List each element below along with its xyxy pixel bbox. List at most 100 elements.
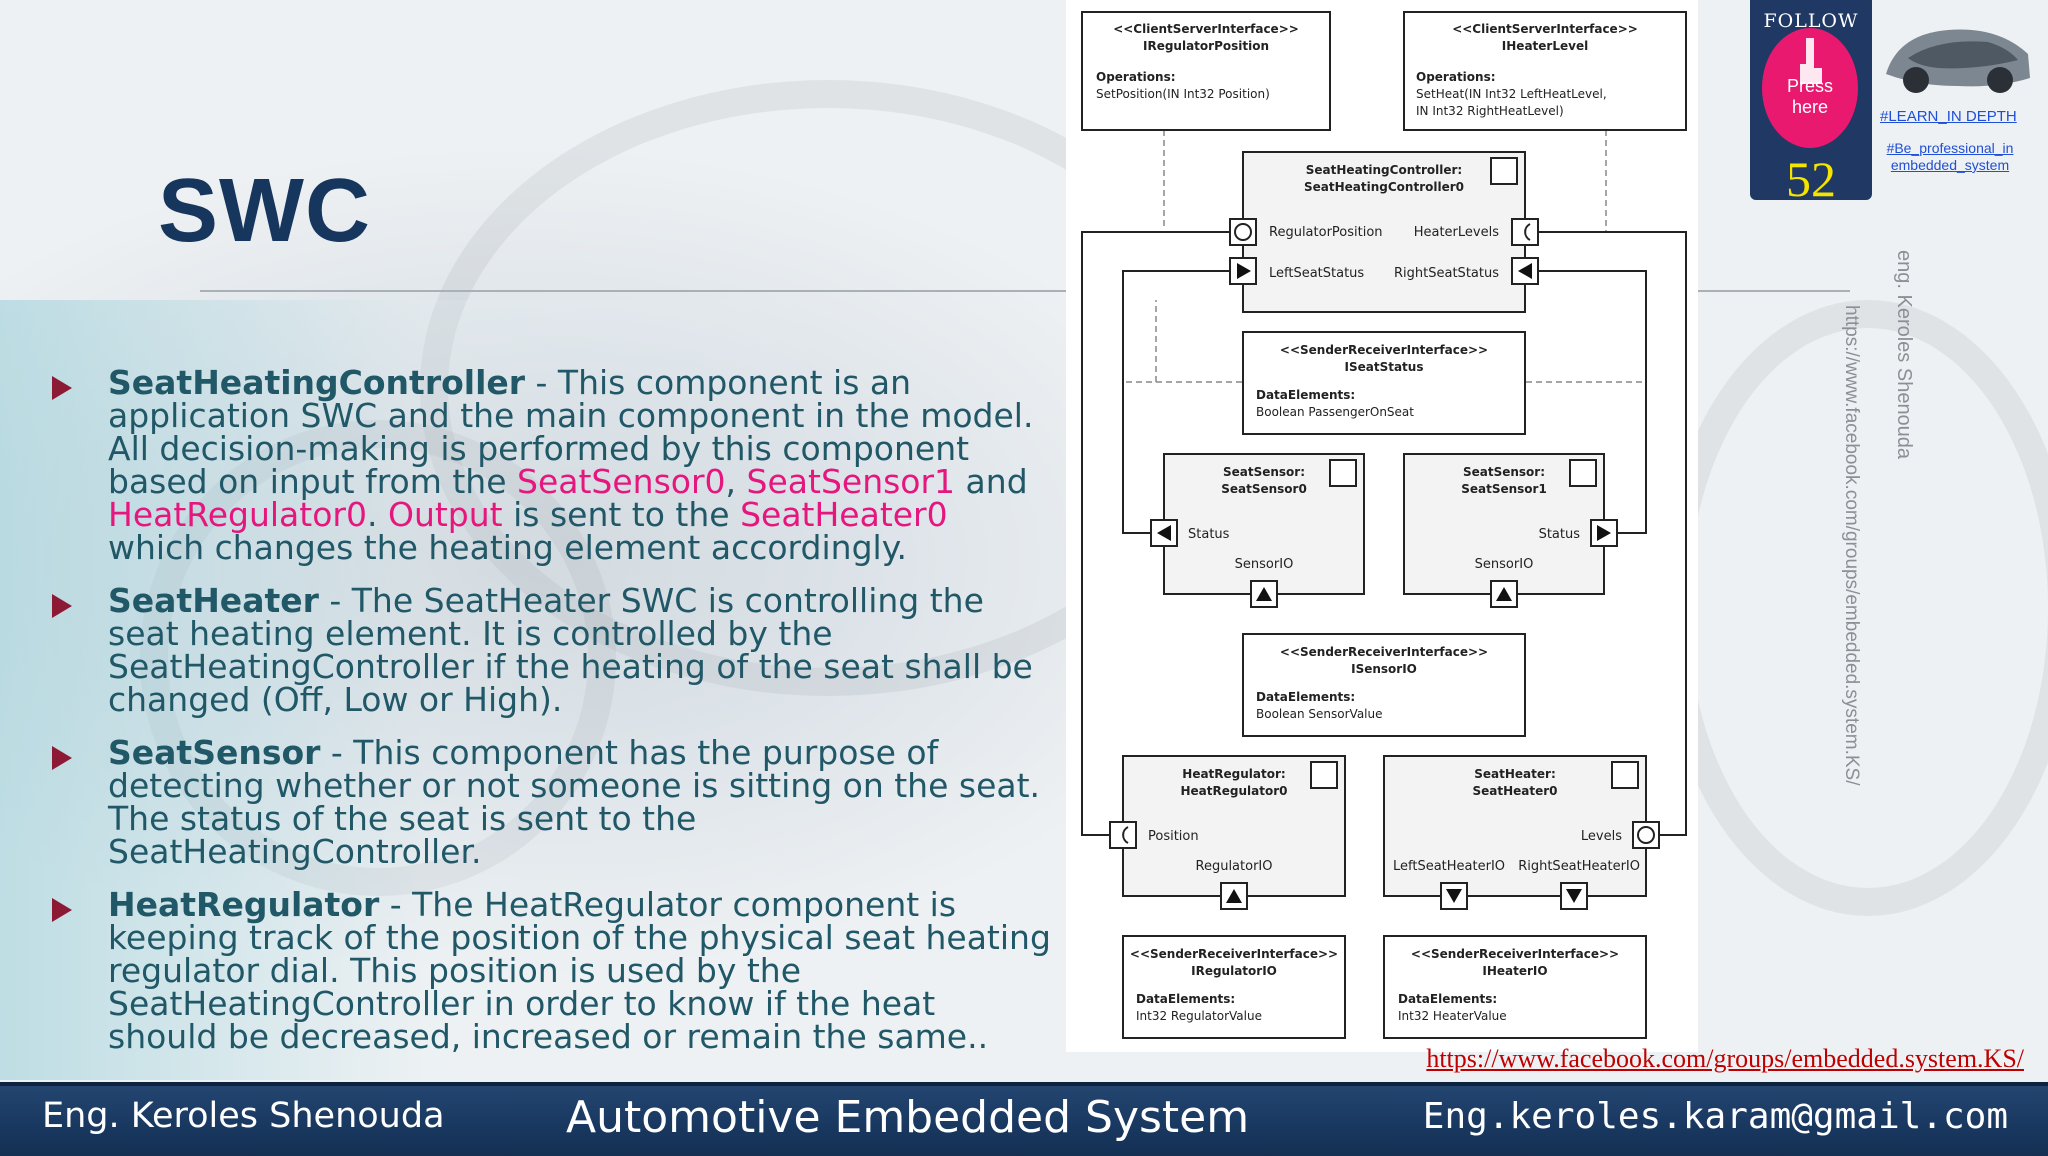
bullet-item: SeatSensor - This component has the purp… [52, 736, 1052, 868]
interface-isensorio: <<SenderReceiverInterface>> ISensorIO Da… [1242, 633, 1526, 737]
port-sensorio [1250, 580, 1278, 608]
component-icon [1329, 459, 1357, 487]
here-label: here [1791, 97, 1829, 117]
component-icon [1490, 157, 1518, 185]
highlighted-term: SeatSensor1 [746, 462, 956, 501]
svg-text:SensorIO: SensorIO [1475, 557, 1534, 572]
svg-text:HeaterLevels: HeaterLevels [1414, 225, 1499, 240]
highlighted-term: SeatHeater0 [740, 495, 948, 534]
slide-number: 52 [1786, 151, 1836, 207]
bullet-arrow-icon [52, 376, 72, 400]
svg-text:ISeatStatus: ISeatStatus [1345, 360, 1424, 374]
footer-email: Eng.keroles.karam@gmail.com [1422, 1096, 2008, 1137]
svg-text:RegulatorIO: RegulatorIO [1196, 859, 1273, 874]
svg-text:Int32 HeaterValue: Int32 HeaterValue [1398, 1009, 1507, 1023]
autosar-diagram: .box { fill:#fff; stroke:#222; stroke-wi… [1066, 0, 1698, 1052]
author-watermark: eng. Keroles Shenouda [1893, 250, 1915, 460]
bullet-text: - The SeatHeater SWC is controlling the … [108, 581, 1033, 719]
svg-text:Operations:: Operations: [1416, 70, 1496, 84]
bullet-text: , [725, 462, 747, 501]
interface-iregulatorposition: <<ClientServerInterface>> IRegulatorPosi… [1081, 11, 1331, 131]
svg-text:IHeaterLevel: IHeaterLevel [1502, 39, 1588, 53]
svg-text:<<SenderReceiverInterface>>: <<SenderReceiverInterface>> [1411, 947, 1619, 961]
bullet-text: - This component has the purpose of dete… [108, 733, 1041, 871]
highlighted-term: SeatSensor0 [517, 462, 726, 501]
title-divider [200, 290, 1850, 292]
bullet-text: - This component is an application SWC a… [108, 363, 1034, 501]
interface-iseatstatus: <<SenderReceiverInterface>> ISeatStatus … [1242, 331, 1526, 435]
slide-title: SWC [158, 161, 371, 261]
svg-text:SeatSensor:: SeatSensor: [1223, 465, 1305, 479]
bullet-term: SeatSensor [108, 733, 321, 772]
bullet-term: SeatHeatingController [108, 363, 526, 402]
interface-iheaterlevel: <<ClientServerInterface>> IHeaterLevel O… [1403, 11, 1687, 131]
background-glow [0, 300, 1060, 1080]
bullet-arrow-icon [52, 594, 72, 618]
component-icon [1611, 761, 1639, 789]
press-here-button[interactable]: Press here [1762, 28, 1858, 148]
svg-text:SeatHeatingController:: SeatHeatingController: [1306, 163, 1462, 177]
svg-text:Position: Position [1148, 829, 1199, 844]
svg-text:HeatRegulator0: HeatRegulator0 [1181, 784, 1288, 798]
bullet-arrow-icon [52, 898, 72, 922]
bullet-list: SeatHeatingController - This component i… [52, 366, 1052, 1073]
bullet-item: HeatRegulator - The HeatRegulator compon… [52, 888, 1052, 1053]
svg-text:IRegulatorIO: IRegulatorIO [1191, 964, 1277, 978]
svg-text:HeatRegulator:: HeatRegulator: [1182, 767, 1285, 781]
bullet-text: is sent to the [502, 495, 741, 534]
bullet-text: which changes the heating element accord… [108, 528, 908, 567]
svg-text:Status: Status [1188, 527, 1230, 542]
svg-text:SeatHeater0: SeatHeater0 [1472, 784, 1557, 798]
svg-text:LeftSeatHeaterIO: LeftSeatHeaterIO [1393, 859, 1505, 874]
component-seatsensor0: SeatSensor: SeatSensor0 Status SensorIO [1150, 453, 1365, 608]
footer-course-title: Automotive Embedded System [566, 1092, 1250, 1143]
svg-text:Int32 RegulatorValue: Int32 RegulatorValue [1136, 1009, 1262, 1023]
bullet-item: SeatHeatingController - This component i… [52, 366, 1052, 564]
svg-text:RegulatorPosition: RegulatorPosition [1269, 225, 1383, 240]
svg-text:DataElements:: DataElements: [1256, 690, 1355, 704]
interface-iheaterio: <<SenderReceiverInterface>> IHeaterIO Da… [1383, 935, 1647, 1039]
svg-text:IRegulatorPosition: IRegulatorPosition [1143, 39, 1269, 53]
svg-text:DataElements:: DataElements: [1398, 992, 1497, 1006]
svg-text:<<ClientServerInterface>>: <<ClientServerInterface>> [1452, 22, 1638, 36]
bullet-term: HeatRegulator [108, 885, 380, 924]
footer-bar: Eng. Keroles Shenouda Automotive Embedde… [0, 1082, 2048, 1156]
component-icon [1569, 459, 1597, 487]
svg-text:SeatSensor1: SeatSensor1 [1461, 482, 1547, 496]
interface-iregulatorio: <<SenderReceiverInterface>> IRegulatorIO… [1122, 935, 1346, 1039]
highlighted-term: HeatRegulator0 [108, 495, 367, 534]
be-professional-line2: embedded_system [1890, 157, 2010, 173]
svg-text:Boolean SensorValue: Boolean SensorValue [1256, 707, 1383, 721]
footer-author: Eng. Keroles Shenouda [42, 1096, 445, 1136]
car-engine-thumbnail [1886, 29, 2030, 93]
component-icon [1310, 761, 1338, 789]
facebook-group-link[interactable]: https://www.facebook.com/groups/embedded… [1426, 1044, 2024, 1073]
svg-text:Operations:: Operations: [1096, 70, 1176, 84]
svg-text:SetHeat(IN Int32 LeftHeatLevel: SetHeat(IN Int32 LeftHeatLevel, [1416, 87, 1607, 101]
svg-text:Levels: Levels [1581, 829, 1622, 844]
svg-text:<<SenderReceiverInterface>>: <<SenderReceiverInterface>> [1130, 947, 1338, 961]
svg-text:<<SenderReceiverInterface>>: <<SenderReceiverInterface>> [1280, 343, 1488, 357]
bullet-arrow-icon [52, 746, 72, 770]
pointing-hand-icon [1800, 38, 1822, 84]
svg-text:Status: Status [1539, 527, 1581, 542]
bullet-text: . [366, 495, 388, 534]
url-watermark: https://www.facebook.com/groups/embedded… [1841, 305, 1862, 786]
press-label: Press [1786, 76, 1833, 96]
component-seatheatingcontroller: SeatHeatingController: SeatHeatingContro… [1229, 151, 1539, 313]
svg-text:Boolean PassengerOnSeat: Boolean PassengerOnSeat [1256, 405, 1414, 419]
svg-text:SetPosition(IN Int32 Position): SetPosition(IN Int32 Position) [1096, 87, 1270, 101]
bullet-item: SeatHeater - The SeatHeater SWC is contr… [52, 584, 1052, 716]
be-professional-line1: #Be_professional_in [1886, 140, 2014, 156]
svg-text:<<SenderReceiverInterface>>: <<SenderReceiverInterface>> [1280, 645, 1488, 659]
connector-lines [1081, 231, 1687, 836]
svg-text:RightSeatStatus: RightSeatStatus [1394, 266, 1499, 281]
component-heatregulator: HeatRegulator: HeatRegulator0 Position R… [1109, 755, 1346, 910]
follow-us-badge[interactable]: FOLLOW US Press here 52 [1750, 0, 1872, 207]
bullet-text: - The HeatRegulator component is keeping… [108, 885, 1051, 1056]
learn-in-depth-tag[interactable]: #LEARN_IN DEPTH [1880, 108, 2017, 125]
svg-text:SensorIO: SensorIO [1235, 557, 1294, 572]
svg-text:SeatSensor:: SeatSensor: [1463, 465, 1545, 479]
be-professional-tag[interactable]: #Be_professional_in embedded_system [1880, 140, 2020, 174]
component-seatsensor1: SeatSensor: SeatSensor1 Status SensorIO [1403, 453, 1618, 608]
